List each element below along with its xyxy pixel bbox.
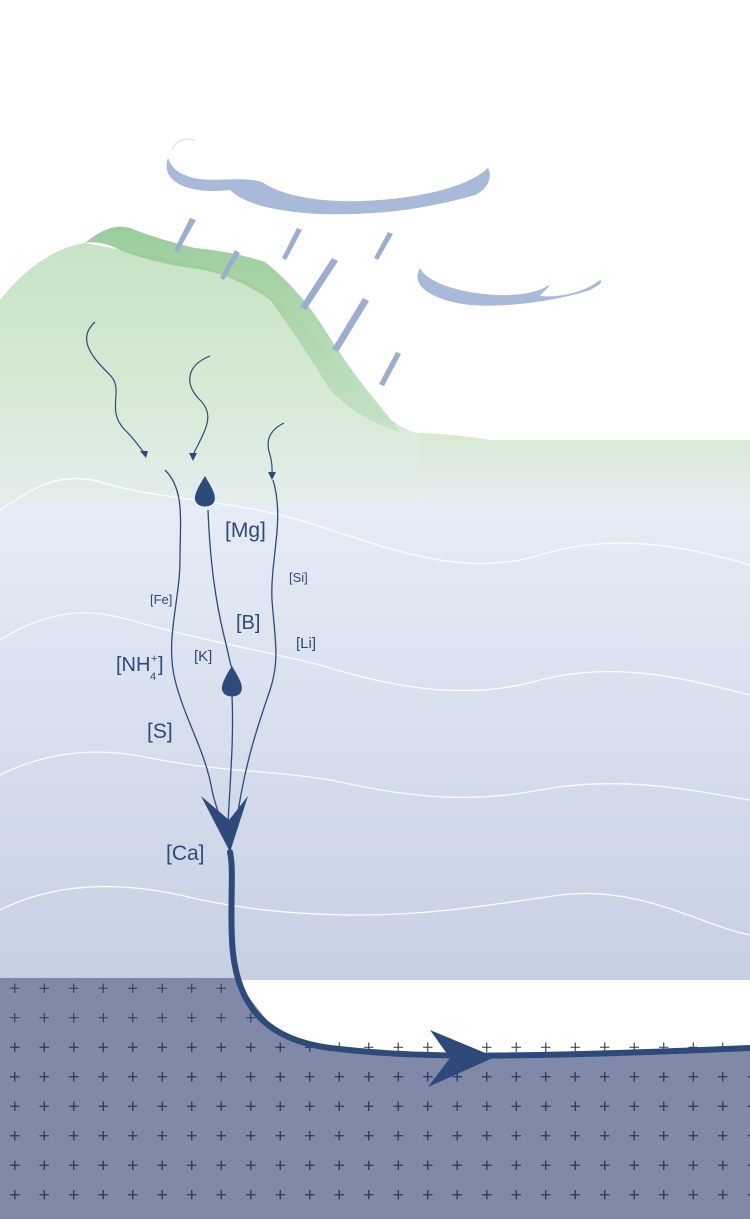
water-drop-icon bbox=[221, 666, 242, 697]
hill-ridge bbox=[85, 226, 400, 432]
label-li: [Li] bbox=[296, 635, 316, 652]
label-s: [S] bbox=[147, 720, 173, 743]
label-k: [K] bbox=[194, 648, 212, 665]
label-nh4: [NH + 4 ] bbox=[116, 653, 164, 683]
cloud-small bbox=[417, 268, 602, 306]
cloud-large bbox=[166, 138, 490, 215]
label-b: [B] bbox=[236, 612, 260, 634]
groundwater-flow bbox=[227, 849, 750, 1059]
label-mg: [Mg] bbox=[225, 519, 266, 542]
label-nh4-sub: 4 bbox=[150, 671, 156, 683]
flow-streams bbox=[164, 469, 279, 826]
hill bbox=[0, 243, 420, 505]
groundwater-flow-arrowhead bbox=[428, 1030, 495, 1087]
bedrock bbox=[0, 978, 750, 1219]
rain bbox=[174, 218, 401, 386]
label-si: [Si] bbox=[289, 570, 308, 585]
flow-arrowhead bbox=[201, 796, 248, 852]
label-nh4-close: ] bbox=[158, 654, 164, 676]
infiltration-arrowheads bbox=[140, 451, 276, 480]
soil-strata-lines bbox=[0, 477, 750, 936]
soil-layer bbox=[0, 470, 750, 980]
label-fe: [Fe] bbox=[150, 592, 172, 607]
label-nh4-open: [NH bbox=[116, 654, 150, 676]
label-ca: [Ca] bbox=[166, 842, 205, 865]
water-drop-icon bbox=[194, 476, 215, 507]
label-nh4-sup: + bbox=[151, 653, 157, 665]
